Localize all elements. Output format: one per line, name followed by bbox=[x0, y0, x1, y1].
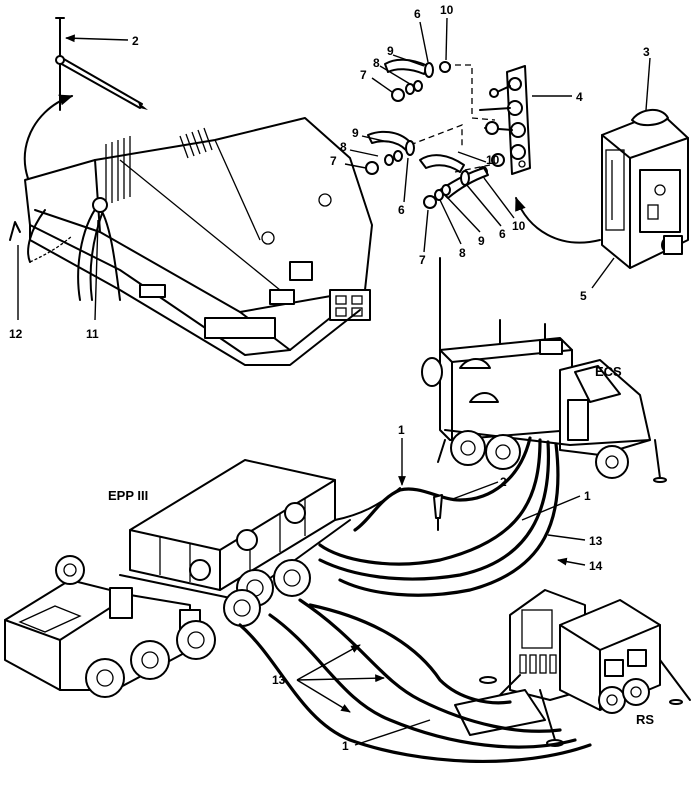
callout-8-top: 8 bbox=[373, 56, 380, 70]
callout-3: 3 bbox=[643, 45, 650, 59]
callout-7-mid: 7 bbox=[330, 154, 337, 168]
callout-2-ground: 2 bbox=[500, 475, 507, 489]
callout-7-top: 7 bbox=[360, 68, 367, 82]
callout-8-mid: 8 bbox=[340, 140, 347, 154]
callout-14: 14 bbox=[589, 559, 603, 573]
hardware-row-2 bbox=[365, 130, 488, 178]
callout-1-mid: 1 bbox=[584, 489, 591, 503]
cable-runs bbox=[238, 436, 592, 764]
hardware-row-1 bbox=[384, 58, 451, 102]
connector-panel bbox=[479, 65, 531, 175]
callout-1-bottom: 1 bbox=[342, 739, 349, 753]
leader-11 bbox=[94, 219, 99, 321]
rs-vehicle bbox=[454, 589, 691, 747]
ground-antenna bbox=[433, 494, 443, 531]
callout-9-mid: 9 bbox=[352, 126, 359, 140]
epp-label: EPP III bbox=[108, 488, 148, 503]
callout-9-low: 9 bbox=[478, 234, 485, 248]
hardware-leaders bbox=[344, 17, 515, 253]
ecs-label: ECS bbox=[595, 364, 622, 379]
callout-13-right: 13 bbox=[589, 534, 603, 548]
antenna-assembly bbox=[55, 17, 148, 111]
epp-vehicle bbox=[4, 459, 351, 698]
callout-6-mid: 6 bbox=[398, 203, 405, 217]
rs-label: RS bbox=[636, 712, 654, 727]
callout-2-top: 2 bbox=[132, 34, 139, 48]
power-cabinet bbox=[601, 109, 689, 269]
cable-leaders bbox=[296, 481, 586, 746]
callout-13-left: 13 bbox=[272, 673, 286, 687]
callout-4: 4 bbox=[576, 90, 583, 104]
callout-labels: 2 6 10 9 8 7 3 4 9 8 7 10 6 10 6 9 8 7 5… bbox=[9, 3, 654, 753]
callout-6-low: 6 bbox=[499, 227, 506, 241]
callout-11: 11 bbox=[86, 327, 99, 341]
hardware-row-3 bbox=[423, 167, 489, 209]
callout-12: 12 bbox=[9, 327, 23, 341]
shelter-roof-detail bbox=[9, 117, 373, 366]
callout-5: 5 bbox=[580, 289, 587, 303]
ecs-vehicle bbox=[421, 257, 667, 483]
callout-8-low: 8 bbox=[459, 246, 466, 260]
callout-10-low: 10 bbox=[512, 219, 526, 233]
callout-1-top: 1 bbox=[398, 423, 405, 437]
callout-10-top: 10 bbox=[440, 3, 454, 17]
callout-10-mid: 10 bbox=[486, 153, 500, 167]
callout-6-top: 6 bbox=[414, 7, 421, 21]
callout-9-top: 9 bbox=[387, 44, 394, 58]
cabinet-location-arrow bbox=[515, 196, 601, 244]
callout-7-low: 7 bbox=[419, 253, 426, 267]
